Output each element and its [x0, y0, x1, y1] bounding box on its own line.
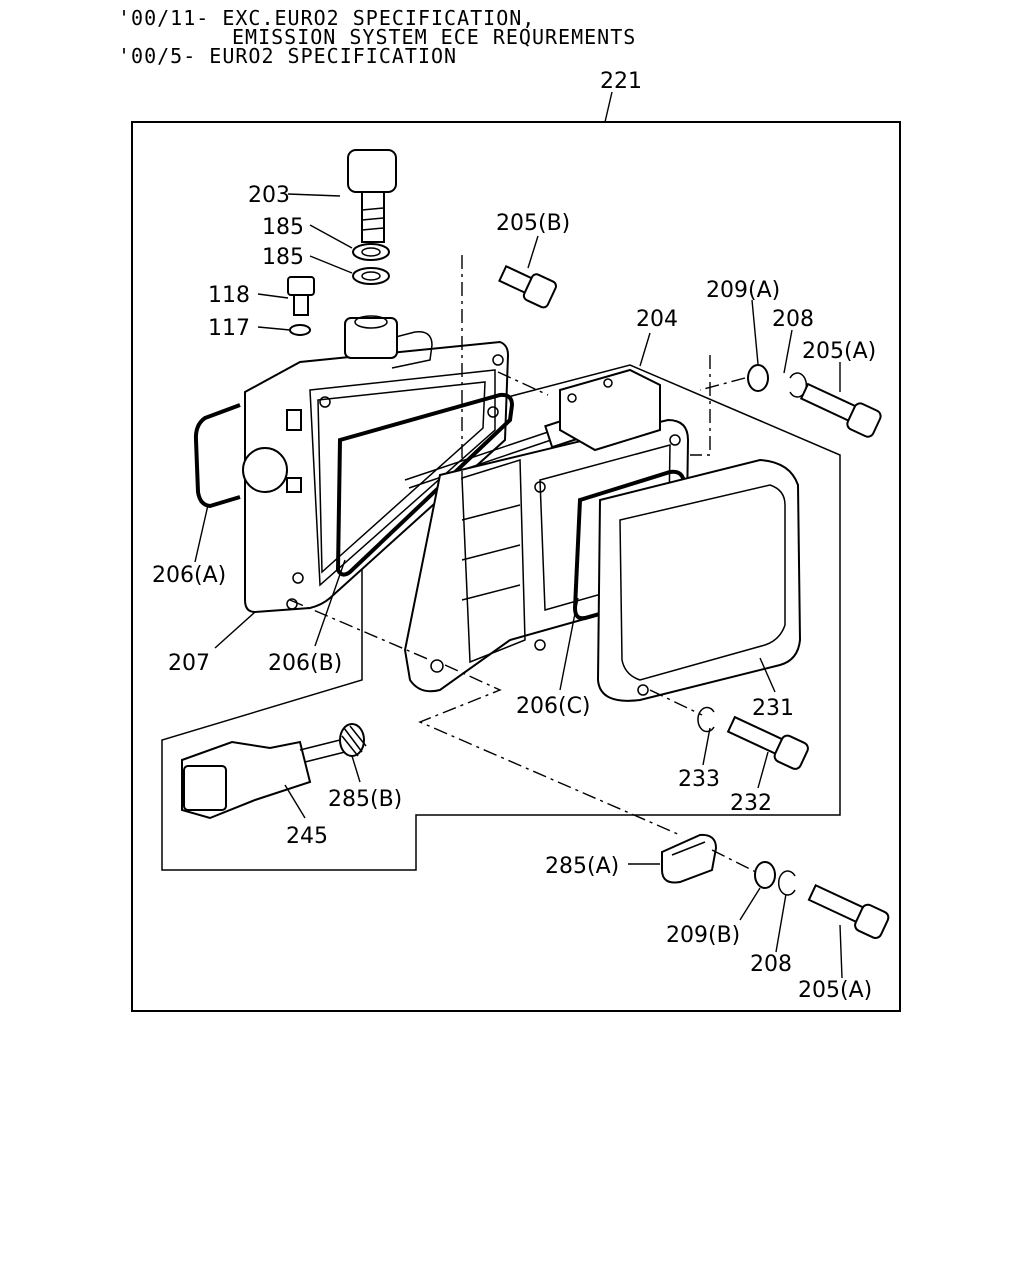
label-209b: 209(B)	[666, 923, 740, 948]
assembly-frame	[131, 121, 901, 1012]
label-285b: 285(B)	[328, 787, 402, 812]
label-205a-top: 205(A)	[802, 339, 876, 364]
screw-118	[287, 276, 315, 296]
label-206a: 206(A)	[152, 563, 226, 588]
label-205a-bottom: 205(A)	[798, 978, 872, 1003]
clamp-285a	[661, 833, 718, 884]
washer-117	[289, 324, 311, 336]
washer-209a	[747, 364, 769, 392]
label-233: 233	[678, 767, 720, 792]
label-232: 232	[730, 791, 772, 816]
cover-231	[596, 458, 802, 702]
label-245: 245	[286, 824, 328, 849]
label-209a: 209(A)	[706, 278, 780, 303]
label-204: 204	[636, 307, 678, 332]
label-207: 207	[168, 651, 210, 676]
bolt-205a-bottom	[807, 883, 890, 939]
label-203: 203	[248, 183, 290, 208]
label-205b: 205(B)	[496, 211, 570, 236]
clip-208-bottom	[778, 870, 796, 896]
clip-285b	[339, 723, 367, 757]
label-185-upper: 185	[262, 215, 304, 240]
header-line-3: '00/5- EURO2 SPECIFICATION	[118, 44, 458, 68]
label-185-lower: 185	[262, 245, 304, 270]
connector-245	[181, 739, 346, 820]
label-208-top: 208	[772, 307, 814, 332]
assembly-label-221: 221	[600, 69, 642, 94]
bolt-203	[347, 149, 397, 243]
bolt-205b	[498, 264, 557, 309]
label-285a: 285(A)	[545, 854, 619, 879]
label-206b: 206(B)	[268, 651, 342, 676]
bolt-205a-top	[799, 382, 882, 438]
header-line-1: '00/11- EXC.EURO2 SPECIFICATION,	[118, 6, 536, 30]
washer-209b	[754, 861, 776, 889]
subassembly-outline	[161, 364, 841, 871]
label-208-bottom: 208	[750, 952, 792, 977]
label-231: 231	[752, 696, 794, 721]
label-118: 118	[208, 283, 250, 308]
washer-185-lower	[352, 267, 390, 285]
bolt-232	[726, 715, 809, 770]
header-line-2: EMISSION SYSTEM ECE REQUREMENTS	[232, 25, 637, 49]
washer-185-upper	[352, 243, 390, 261]
label-206c: 206(C)	[516, 694, 591, 719]
clip-208-top	[789, 372, 807, 398]
label-117: 117	[208, 316, 250, 341]
gasket-206a	[193, 403, 241, 509]
clip-233	[697, 706, 715, 733]
